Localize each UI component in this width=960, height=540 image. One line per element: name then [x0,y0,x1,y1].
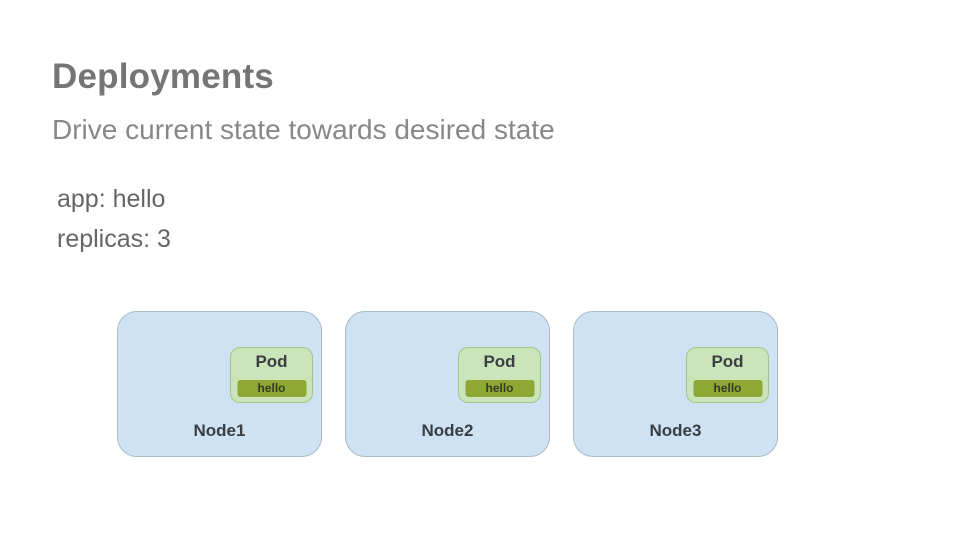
page-title: Deployments [52,57,274,96]
deployment-spec: app: hello replicas: 3 [57,179,171,259]
container-chip: hello [465,380,534,397]
spec-line-app: app: hello [57,185,166,213]
pod-box: Pod hello [686,347,769,403]
pod-label: Pod [255,352,288,371]
node-box-3: Pod hello Node3 [573,311,778,457]
spec-line-replicas: replicas: 3 [57,225,171,253]
node-label: Node2 [421,421,474,440]
container-chip: hello [237,380,306,397]
pod-label: Pod [483,352,516,371]
nodes-row: Pod hello Node1 Pod hello Node2 Pod hell… [117,311,778,457]
pod-box: Pod hello [458,347,541,403]
node-box-1: Pod hello Node1 [117,311,322,457]
node-label: Node3 [649,421,702,440]
node-label: Node1 [193,421,246,440]
pod-box: Pod hello [230,347,313,403]
node-box-2: Pod hello Node2 [345,311,550,457]
container-chip: hello [693,380,762,397]
pod-label: Pod [711,352,744,371]
slide-subtitle: Drive current state towards desired stat… [52,114,555,145]
